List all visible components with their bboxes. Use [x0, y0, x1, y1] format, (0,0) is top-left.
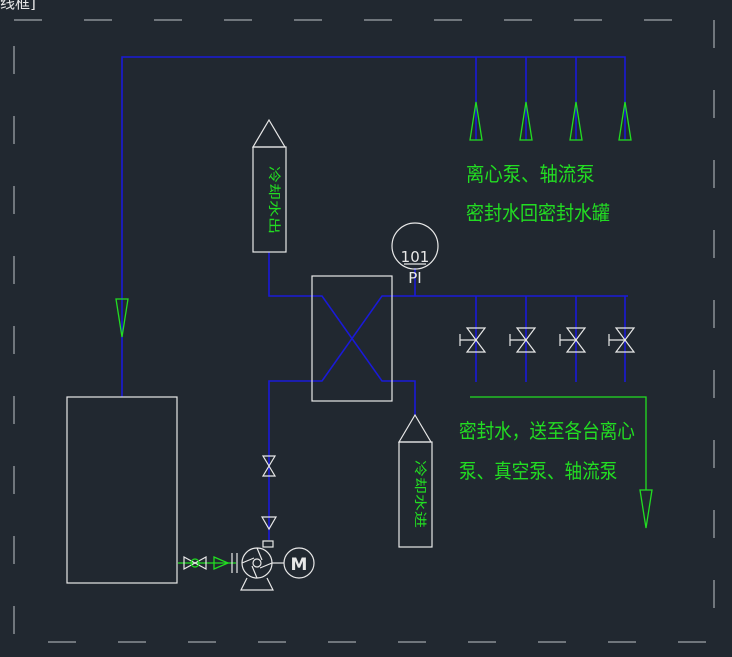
supply-valve — [459, 327, 487, 353]
supply-valve — [608, 327, 636, 353]
cooling-in-nozzle — [397, 413, 433, 443]
viewport-frame — [13, 19, 715, 643]
hx-flow-path — [312, 295, 392, 382]
discharge-valve — [261, 455, 277, 477]
cooling-in-nozzle — [398, 441, 433, 548]
return-label-line2: 密封水回密封水罐 — [466, 202, 610, 225]
supply-label-line1: 密封水，送至各台离心 — [459, 420, 635, 443]
piping — [121, 56, 628, 540]
cooling-water-out-label: 冷却水出 — [267, 166, 282, 234]
return-arrow — [618, 101, 632, 141]
supply-label-line2: 泵、真空泵、轴流泵 — [459, 460, 617, 483]
suction-check-arrow — [213, 556, 230, 570]
plate-heat-exchanger — [311, 275, 393, 402]
cooling-water-in-label: 冷却水进 — [413, 460, 428, 528]
return-label-line1: 离心泵、轴流泵 — [466, 162, 595, 186]
tank-return-arrow — [115, 298, 129, 338]
viewport-label[interactable]: 线框] — [0, 0, 36, 12]
pressure-gauge-type: PI — [408, 269, 421, 287]
motor-symbol: M — [291, 555, 308, 575]
suction-valve-green — [190, 558, 200, 568]
cooling-in-pipe — [392, 380, 416, 415]
pump-discharge-pipe — [268, 380, 312, 540]
centrifugal-pump — [240, 540, 284, 591]
pressure-gauge — [391, 222, 439, 270]
discharge-check-arrow — [260, 516, 278, 531]
return-arrow — [569, 101, 583, 141]
supply-arrow — [639, 489, 653, 529]
supply-valve — [509, 327, 537, 353]
return-arrow — [469, 101, 483, 141]
pressure-gauge-number: 101 — [401, 248, 430, 266]
cooling-out-nozzle — [251, 118, 287, 148]
return-arrow — [519, 101, 533, 141]
motor — [283, 547, 315, 579]
cooling-out-pipe — [268, 252, 312, 297]
return-header-pipe — [121, 56, 626, 397]
cooling-out-nozzle — [252, 146, 287, 253]
supply-leader — [470, 396, 647, 490]
equipment — [66, 118, 636, 591]
flow-annotations — [115, 101, 653, 570]
supply-valve — [559, 327, 587, 353]
seal-water-tank — [66, 396, 178, 584]
